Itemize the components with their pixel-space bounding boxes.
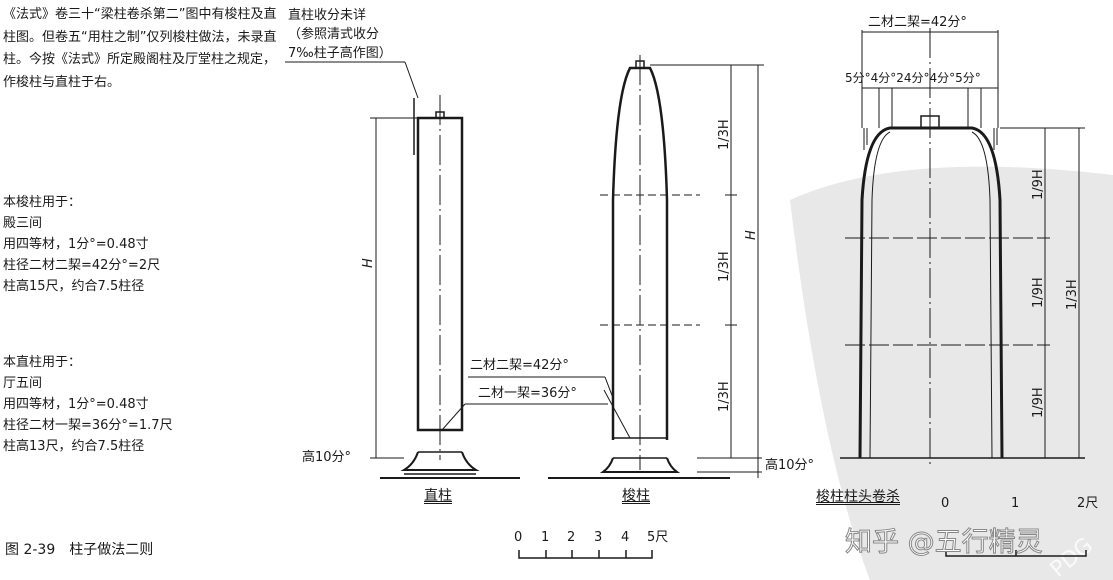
- base-height-label-left: 高10分°: [302, 450, 352, 465]
- note-line: 7‰柱子高作图）: [288, 46, 392, 61]
- spec-line: 用四等材，1分°=0.48寸: [3, 397, 149, 412]
- tick-label: 3: [594, 530, 603, 545]
- spec-line: 厅五间: [3, 376, 43, 391]
- dia-36-label: 二材一栔=36分°: [478, 386, 577, 401]
- label-third-H-2: 1/3H: [717, 251, 732, 282]
- label-ninth-H-2: 1/9H: [1031, 277, 1046, 308]
- dia-42-label: 二材二栔=42分°: [470, 358, 569, 373]
- straight-column-title: 直柱: [424, 488, 452, 504]
- tick-label: 5尺: [647, 530, 669, 545]
- note-line: （参照清式收分: [288, 27, 380, 42]
- column-head-detail: [840, 28, 1087, 557]
- spec-line: 柱高13尺，约合7.5柱径: [3, 439, 145, 454]
- spec-line: 殿三间: [3, 216, 43, 231]
- base-height-label-right: 高10分°: [765, 458, 815, 473]
- label-third-H-head: 1/3H: [1065, 279, 1080, 310]
- tick-label: 2尺: [1077, 496, 1099, 511]
- straight-note: 直柱收分未详 （参照清式收分 7‰柱子高作图）: [288, 6, 392, 63]
- label-H-straight: H: [361, 258, 376, 268]
- label-H-shuttle: H: [744, 230, 759, 240]
- spec-line: 本直柱用于：: [3, 355, 82, 370]
- shuttle-column-title: 梭柱: [622, 488, 650, 504]
- watermark-seal: [790, 166, 1113, 580]
- tick-label: 0: [941, 496, 950, 511]
- spec-line: 本梭柱用于：: [3, 195, 82, 210]
- top-total-label: 二材二栔=42分°: [868, 15, 967, 30]
- figure-caption: 图 2-39 柱子做法二则: [5, 542, 154, 558]
- tick-label: 2: [567, 530, 576, 545]
- label-third-H-1: 1/3H: [717, 119, 732, 150]
- shuttle-spec: 本梭柱用于： 殿三间 用四等材，1分°=0.48寸 柱径二材二栔=42分°=2尺…: [3, 192, 160, 297]
- spec-line: 柱径二材一栔=36分°=1.7尺: [3, 418, 173, 433]
- label-third-H-3: 1/3H: [717, 381, 732, 412]
- label-ninth-H-1: 1/9H: [1031, 169, 1046, 200]
- watermark-text: 知乎 @五行精灵: [845, 527, 1044, 559]
- spec-line: 用四等材，1分°=0.48寸: [3, 237, 149, 252]
- intro-text: 《法式》卷三十“梁柱卷杀第二”图中有梭柱及直柱图。但卷五“用柱之制”仅列梭柱做法…: [3, 7, 277, 90]
- tick-label: 0: [514, 530, 523, 545]
- straight-spec: 本直柱用于： 厅五间 用四等材，1分°=0.48寸 柱径二材一栔=36分°=1.…: [3, 352, 173, 457]
- straight-column: [285, 61, 520, 479]
- spec-line: 柱高15尺，约合7.5柱径: [3, 279, 145, 294]
- tick-label: 4: [621, 530, 630, 545]
- scale-bar-main: [518, 550, 653, 559]
- spec-line: 柱径二材二栔=42分°=2尺: [3, 258, 161, 273]
- column-head-title: 梭柱柱头卷杀: [816, 489, 900, 505]
- note-line: 直柱收分未详: [288, 8, 367, 23]
- shuttle-column: [441, 55, 764, 479]
- top-parts-label: 5分°4分°24分°4分°5分°: [845, 71, 981, 85]
- tick-label: 1: [1011, 496, 1020, 511]
- tick-label: 1: [541, 530, 550, 545]
- label-ninth-H-3: 1/9H: [1031, 387, 1046, 418]
